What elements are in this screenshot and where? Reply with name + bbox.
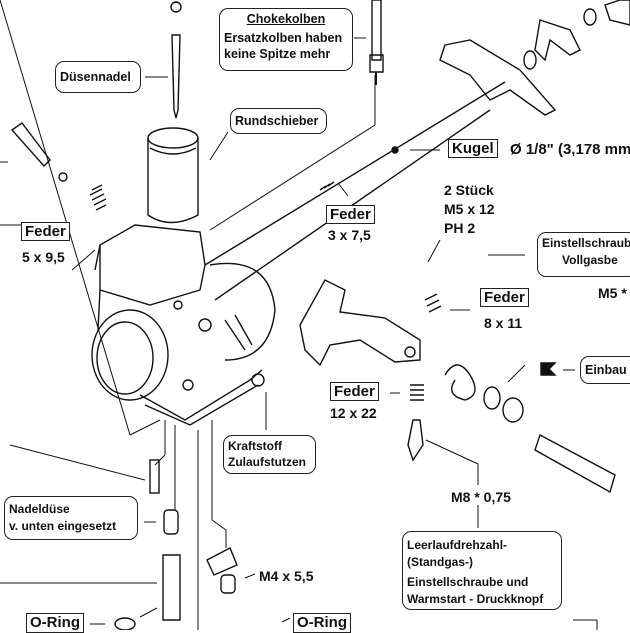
leerlauf-line-4: Warmstart - Druckknopf: [407, 592, 544, 606]
label-chokekolben: Chokekolben Ersatzkolben haben keine Spi…: [219, 8, 353, 71]
m5-size: M5 *: [598, 285, 627, 301]
screw-count: 2 Stück: [444, 182, 494, 198]
label-feder-5x9.5: Feder: [21, 222, 70, 241]
springs: [89, 181, 476, 401]
label-einbau: Einbau: [580, 356, 630, 384]
washers: [483, 386, 616, 494]
label-oring-left: O-Ring: [26, 613, 84, 633]
label-kugel: Kugel: [448, 139, 498, 158]
label-nadelduese: Nadeldüse v. unten eingesetzt: [4, 496, 138, 540]
lower-parts: [114, 419, 424, 630]
label-rundschieber: Rundschieber: [230, 108, 327, 134]
chokekolben-title: Chokekolben: [246, 12, 326, 26]
nadelduese-line-1: Nadeldüse: [9, 502, 70, 516]
kraftstoff-line-1: Kraftstoff: [228, 439, 282, 453]
marker-icon: [540, 362, 557, 376]
screw-head: PH 2: [444, 220, 476, 236]
label-einstellschraube: Einstellschraube Vollgasbe: [537, 232, 630, 277]
leader-lines: [0, 0, 598, 630]
kraftstoff-line-2: Zulaufstutzen: [228, 455, 306, 469]
nadelduese-line-2: v. unten eingesetzt: [9, 519, 117, 533]
m8-size: M8 * 0,75: [451, 489, 511, 505]
feder-12x22-size: 12 x 22: [330, 405, 377, 421]
einstell-line-2: Vollgasbe: [562, 253, 618, 267]
leerlauf-line-1: Leerlaufdrehzahl-: [407, 538, 508, 552]
chokekolben-note-1: Ersatzkolben haben: [224, 31, 343, 45]
throttle-lever: [299, 0, 630, 367]
chokekolben-note-2: keine Spitze mehr: [224, 47, 331, 61]
feder-3x7.5-size: 3 x 7,5: [328, 227, 371, 243]
kugel-size: Ø 1/8" (3,178 mm: [510, 141, 630, 158]
feder-8x11-size: 8 x 11: [484, 315, 523, 331]
leerlauf-line-3: Einstellschraube und: [407, 575, 529, 589]
screw-size: M5 x 12: [444, 201, 495, 217]
jet-needle: [171, 34, 181, 119]
label-oring-right: O-Ring: [293, 613, 351, 633]
adjust-screw: [10, 122, 51, 168]
label-leerlaufdrehzahl: Leerlaufdrehzahl- (Standgas-) Einstellsc…: [402, 531, 562, 610]
label-feder-3x7.5: Feder: [326, 205, 375, 224]
einstell-line-1: Einstellschraube: [542, 236, 630, 250]
choke-plunger: [369, 0, 384, 73]
carburetor-body: [91, 224, 276, 426]
label-feder-8x11: Feder: [480, 288, 529, 307]
throttle-slide: [147, 127, 199, 224]
ball: [391, 146, 399, 154]
feder-5x9.5-size: 5 x 9,5: [22, 249, 65, 265]
label-duesennadel: Düsennadel: [55, 61, 141, 93]
m4-size: M4 x 5,5: [259, 568, 314, 584]
label-feder-12x22: Feder: [330, 382, 379, 401]
leerlauf-line-2: (Standgas-): [407, 555, 473, 569]
label-kraftstoff-zulaufstutzen: Kraftstoff Zulaufstutzen: [223, 435, 316, 474]
